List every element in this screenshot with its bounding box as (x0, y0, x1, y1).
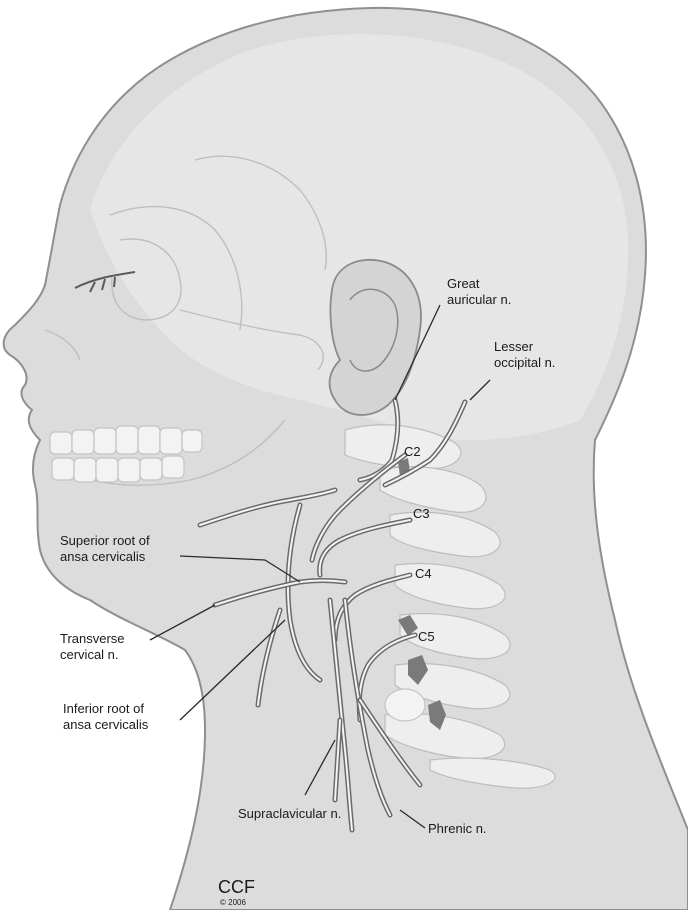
label-great-auricular-line1: Great (447, 276, 480, 291)
label-c2: C2 (404, 444, 421, 459)
label-superior-root-line2: ansa cervicalis (60, 549, 146, 564)
copyright-notice: © 2006 (220, 898, 246, 907)
ccf-logo: CCF (218, 877, 255, 897)
label-supraclavicular: Supraclavicular n. (238, 806, 341, 821)
label-inferior-root-line2: ansa cervicalis (63, 717, 149, 732)
label-great-auricular-line2: auricular n. (447, 292, 511, 307)
label-phrenic: Phrenic n. (428, 821, 487, 836)
label-c4: C4 (415, 566, 432, 581)
label-c5: C5 (418, 629, 435, 644)
label-inferior-root-line1: Inferior root of (63, 701, 144, 716)
label-lesser-occipital-line2: occipital n. (494, 355, 555, 370)
label-superior-root-line1: Superior root of (60, 533, 150, 548)
label-transverse-cervical-line2: cervical n. (60, 647, 119, 662)
label-c3: C3 (413, 506, 430, 521)
label-transverse-cervical-line1: Transverse (60, 631, 125, 646)
label-lesser-occipital-line1: Lesser (494, 339, 534, 354)
